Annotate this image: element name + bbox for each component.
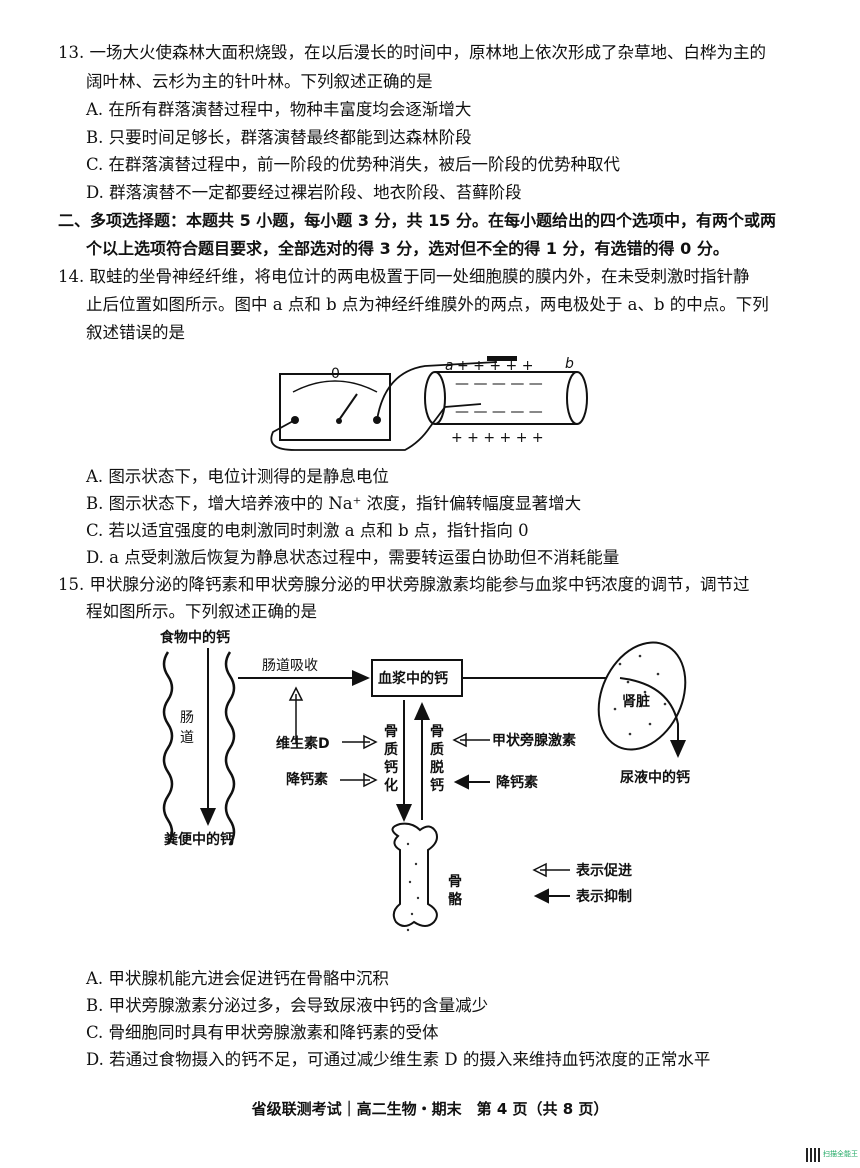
pth-promote-arrow bbox=[452, 732, 490, 748]
kidney-shape bbox=[597, 641, 687, 751]
q13-option-b: B. 只要时间足够长，群落演替最终都能到达森林阶段 bbox=[86, 128, 472, 147]
q15-calcium-figure: 食物中的钙 肠 道 粪便中的钙 肠道吸收 血浆中的钙 肾脏 尿液中的钙 维生素D… bbox=[160, 629, 690, 932]
q14-stem-line2: 止后位置如图所示。图中 a 点和 b 点为神经纤维膜外的两点，两电极处于 a、b… bbox=[86, 295, 769, 314]
food-calcium-label: 食物中的钙 bbox=[160, 629, 230, 646]
bone-texture bbox=[406, 842, 420, 932]
outer-electrode bbox=[487, 356, 517, 361]
plasma-calcium-box bbox=[371, 659, 463, 697]
meter-pivot bbox=[336, 418, 342, 424]
q14-option-b: B. 图示状态下，增大培养液中的 Na⁺ 浓度，指针偏转幅度显著增大 bbox=[86, 494, 582, 513]
vitd-to-calcify-arrow bbox=[342, 734, 378, 750]
kidney-texture bbox=[613, 654, 667, 736]
q13-option-d: D. 群落演替不一定都要经过裸岩阶段、地衣阶段、苔藓阶段 bbox=[86, 183, 522, 202]
vitd-promote-arrow bbox=[288, 686, 304, 744]
kidney-label: 肾脏 bbox=[622, 693, 650, 710]
intestine-left-wall bbox=[162, 651, 174, 845]
wire-inner bbox=[376, 361, 498, 421]
wire-outer bbox=[270, 403, 482, 451]
q15-option-a: A. 甲状腺机能亢进会促进钙在骨骼中沉积 bbox=[86, 969, 389, 988]
calcitonin-right-label: 降钙素 bbox=[496, 774, 538, 791]
intestine-right-wall bbox=[224, 651, 236, 845]
q14-option-a: A. 图示状态下，电位计测得的是静息电位 bbox=[86, 467, 389, 486]
nerve-fiber-left-end bbox=[424, 371, 446, 425]
decalcify-char-2: 质 bbox=[430, 741, 444, 758]
q15-option-d: D. 若通过食物摄入的钙不足，可通过减少维生素 D 的摄入来维持血钙浓度的正常水… bbox=[86, 1050, 711, 1069]
calcitonin-inhibit-arrow bbox=[453, 774, 490, 790]
decalcify-char-1: 骨 bbox=[430, 723, 444, 740]
inner-bottom-charges: — — — — — bbox=[455, 404, 543, 420]
pth-label: 甲状旁腺激素 bbox=[492, 732, 576, 749]
meter-body bbox=[279, 373, 391, 441]
legend-inhibit-arrow bbox=[533, 888, 570, 904]
meter-needle bbox=[338, 393, 358, 421]
section2-line1: 二、多项选择题：本题共 5 小题，每小题 3 分，共 15 分。在每小题给出的四… bbox=[58, 211, 776, 230]
legend-promote-label: 表示促进 bbox=[575, 862, 632, 879]
q15-stem-line1: 15. 甲状腺分泌的降钙素和甲状旁腺分泌的甲状旁腺激素均能参与血浆中钙浓度的调节… bbox=[58, 575, 750, 594]
q14-option-c: C. 若以适宜强度的电刺激同时刺激 a 点和 b 点，指针指向 0 bbox=[86, 521, 529, 540]
calcify-char-3: 钙 bbox=[384, 759, 398, 776]
inner-top-charges: — — — — — bbox=[455, 376, 543, 392]
q13-stem-line1: 13. 一场大火使森林大面积烧毁，在以后漫长的时间中，原林地上依次形成了杂草地、… bbox=[58, 43, 766, 62]
q13-option-a: A. 在所有群落演替过程中，物种丰富度均会逐渐增大 bbox=[86, 100, 472, 119]
meter-zero-label: 0 bbox=[331, 366, 340, 382]
feces-calcium-label: 粪便中的钙 bbox=[164, 831, 234, 848]
section2-line2: 个以上选项符合题目要求，全部选对的得 3 分，选对但不全的得 1 分，有选错的得… bbox=[86, 239, 729, 258]
kidney-to-urine-arrow bbox=[619, 677, 686, 758]
point-b-label: b bbox=[565, 356, 574, 372]
q15-option-b: B. 甲状旁腺激素分泌过多，会导致尿液中钙的含量减少 bbox=[86, 996, 489, 1015]
legend-promote-arrow bbox=[532, 862, 570, 878]
decalcify-char-4: 钙 bbox=[430, 777, 444, 794]
legend-inhibit-label: 表示抑制 bbox=[575, 888, 632, 905]
q13-option-c: C. 在群落演替过程中，前一阶段的优势种消失，被后一阶段的优势种取代 bbox=[86, 155, 621, 174]
q14-nerve-figure: 0 a + + + + + b — — — — — — — — — — + + … bbox=[270, 356, 588, 451]
bottom-charge-signs: + + + + + + bbox=[451, 430, 544, 446]
nerve-fiber-edges bbox=[435, 371, 577, 425]
calcitonin-promote-arrow bbox=[340, 772, 378, 788]
meter-scale bbox=[292, 380, 378, 393]
q14-option-d: D. a 点受刺激后恢复为静息状态过程中，需要转运蛋白协助但不消耗能量 bbox=[86, 548, 620, 567]
intestine-label-2: 道 bbox=[180, 730, 194, 746]
nerve-fiber-right-end bbox=[566, 371, 588, 425]
absorption-label: 肠道吸收 bbox=[262, 658, 318, 674]
urine-calcium-label: 尿液中的钙 bbox=[620, 769, 690, 786]
bone-label-1: 骨 bbox=[448, 873, 462, 890]
calcitonin-left-label: 降钙素 bbox=[286, 771, 328, 788]
page-footer: 省级联测考试｜高二生物・期末 第 4 页（共 8 页） bbox=[251, 1100, 609, 1118]
q14-stem-line3: 叙述错误的是 bbox=[86, 323, 185, 342]
scanner-watermark: 扫描全能王 bbox=[823, 1150, 858, 1158]
intestine-label-1: 肠 bbox=[180, 710, 194, 726]
qr-code-icon bbox=[806, 1148, 820, 1162]
bone-shape bbox=[391, 822, 438, 927]
calcify-char-1: 骨 bbox=[384, 723, 398, 740]
decalcify-char-3: 脱 bbox=[430, 759, 444, 776]
calcify-char-2: 质 bbox=[384, 741, 398, 758]
bone-label-2: 骼 bbox=[448, 891, 463, 908]
calcify-char-4: 化 bbox=[384, 777, 398, 794]
vitd-label: 维生素D bbox=[276, 735, 330, 752]
q15-option-c: C. 骨细胞同时具有甲状旁腺激素和降钙素的受体 bbox=[86, 1023, 439, 1042]
q13-stem-line2: 阔叶林、云杉为主的针叶林。下列叙述正确的是 bbox=[86, 72, 433, 91]
point-a-label: a bbox=[445, 358, 454, 374]
top-charge-signs: + + + + + bbox=[457, 358, 533, 374]
plasma-calcium-label: 血浆中的钙 bbox=[378, 670, 448, 687]
q15-stem-line2: 程如图所示。下列叙述正确的是 bbox=[86, 602, 317, 621]
q14-stem-line1: 14. 取蛙的坐骨神经纤维，将电位计的两电极置于同一处细胞膜的膜内外，在未受刺激… bbox=[58, 267, 750, 286]
